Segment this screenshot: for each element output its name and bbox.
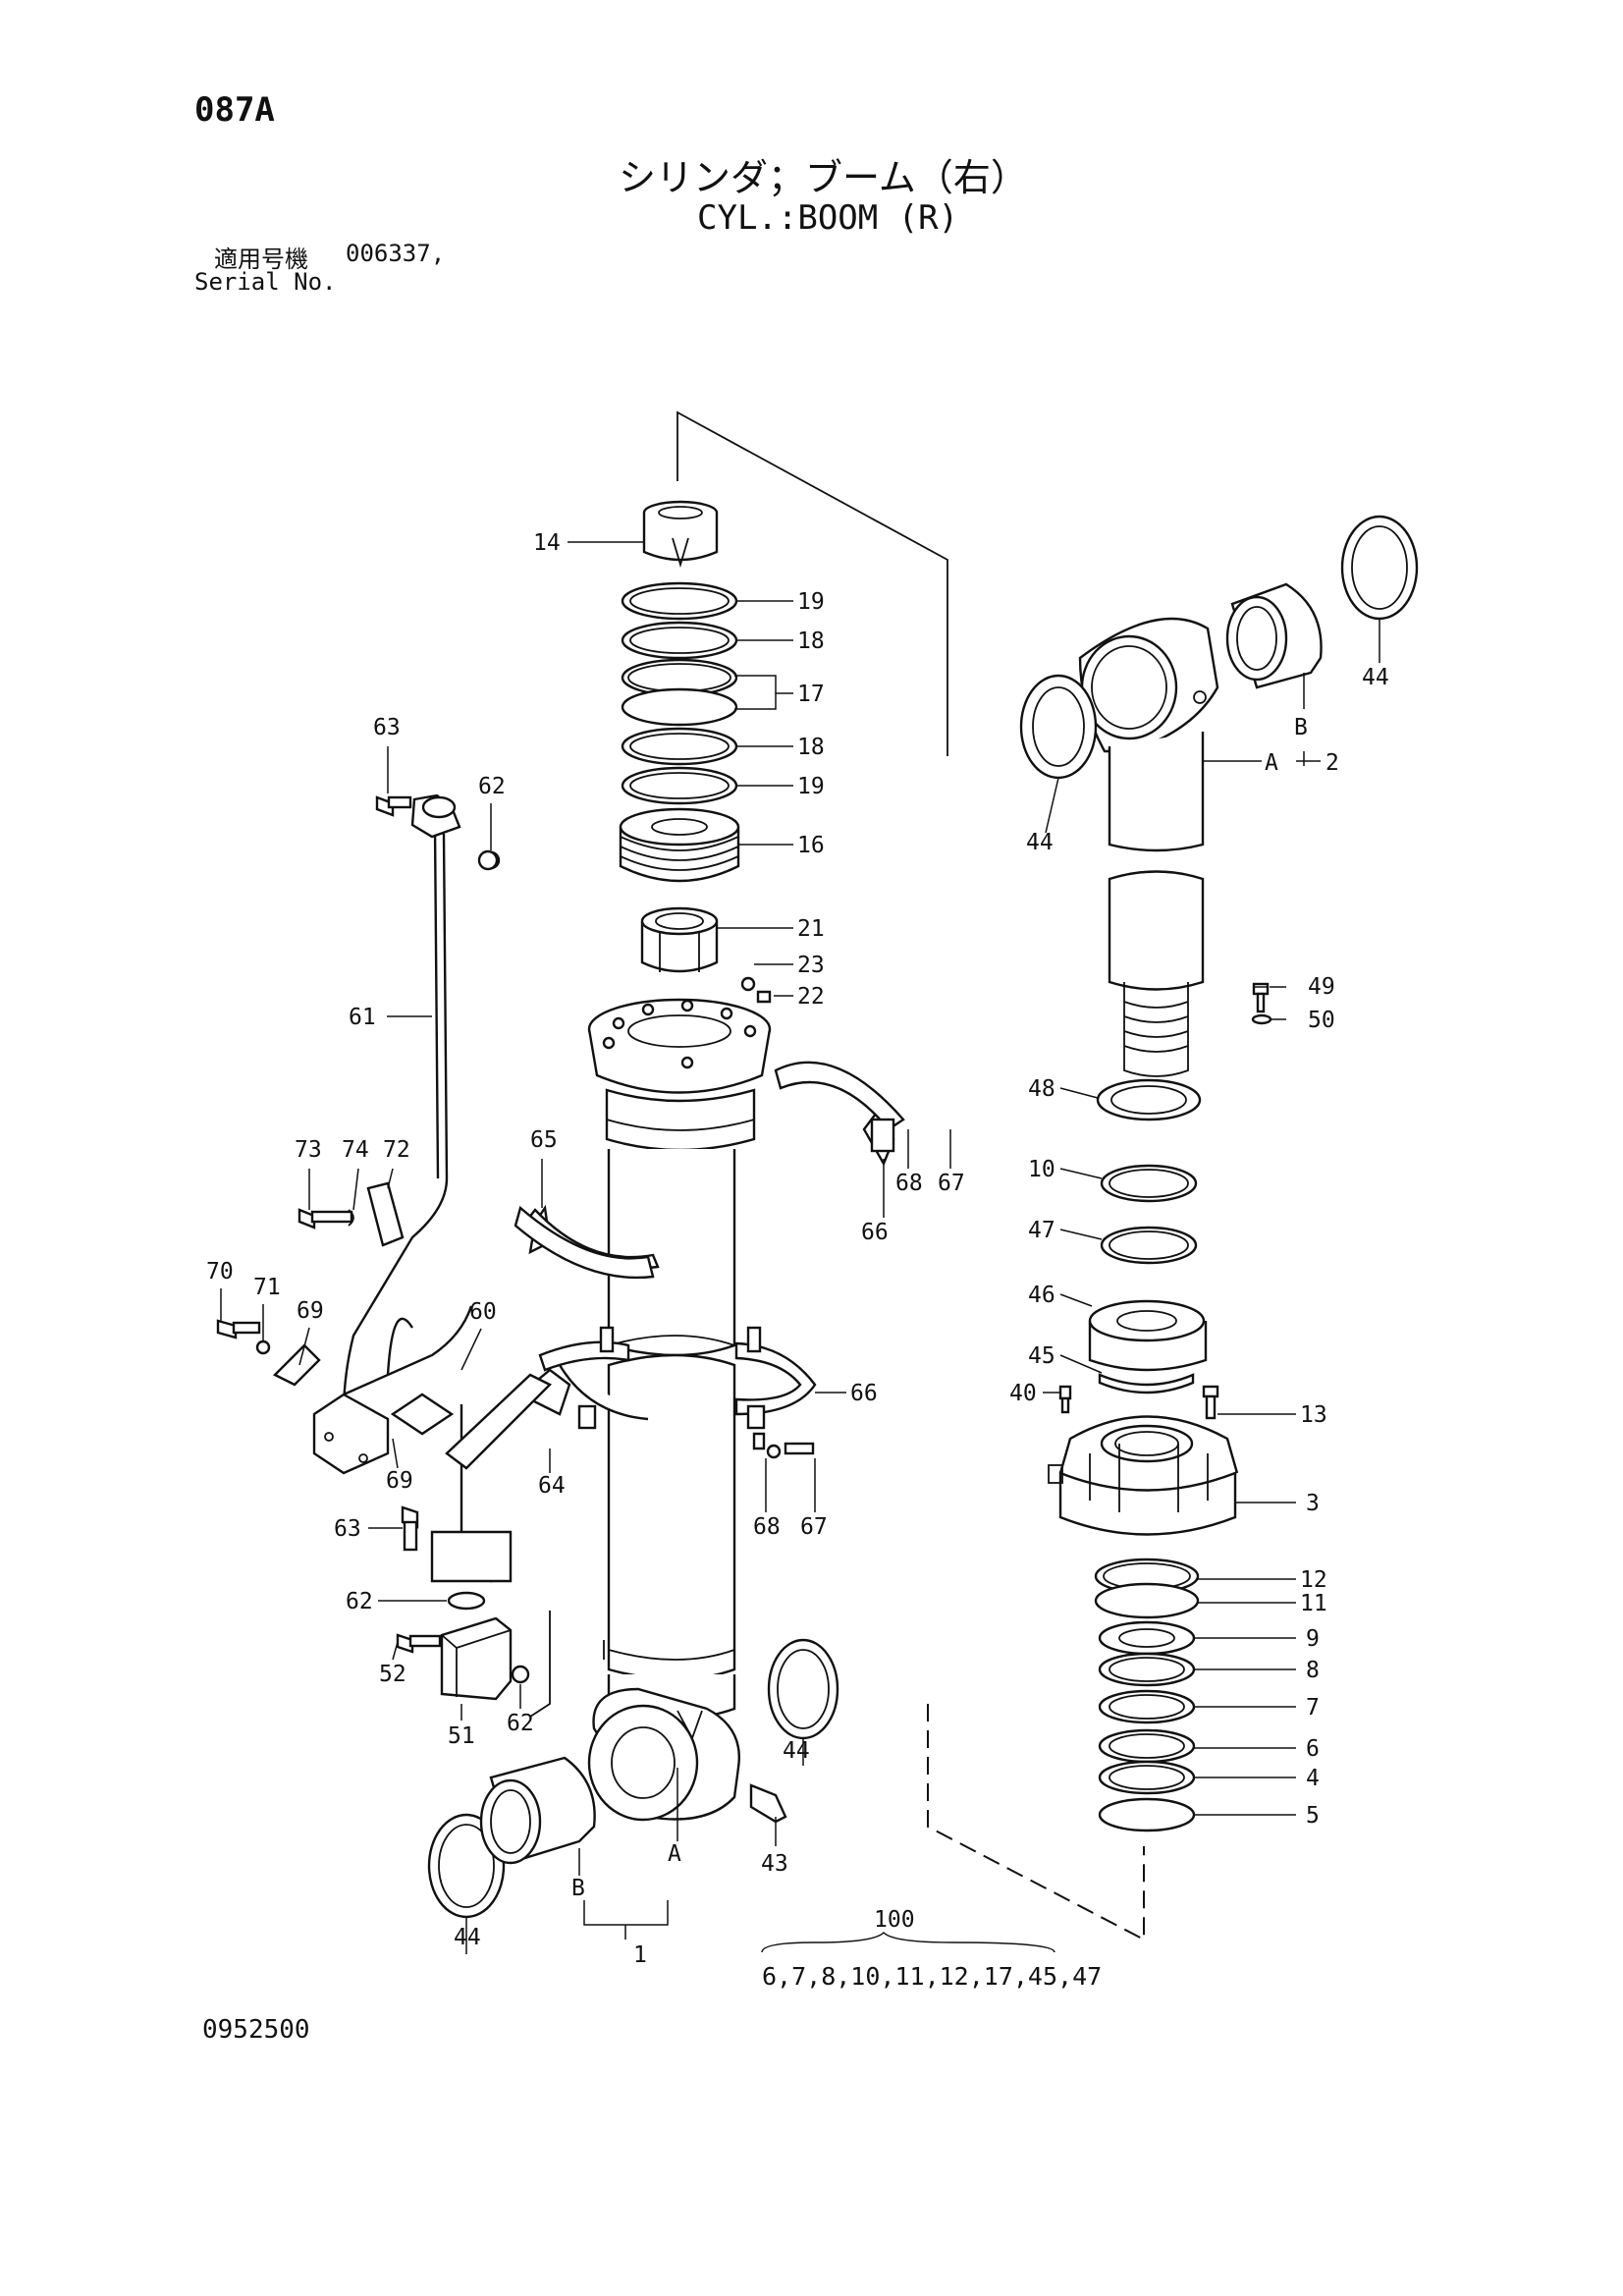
- callout-12: 12: [1300, 1567, 1327, 1593]
- rod-bushing-and-rings-top: [1019, 515, 1419, 780]
- page-title-english: CYL.:BOOM (R): [697, 198, 959, 238]
- callout-10: 10: [1028, 1157, 1055, 1182]
- seal-kit-contents: 6,7,8,10,11,12,17,45,47: [762, 1962, 1103, 1991]
- callout-51: 51: [448, 1723, 475, 1749]
- bushing-14: [642, 500, 719, 569]
- callout-6: 6: [1306, 1736, 1320, 1762]
- callout-4: 4: [1306, 1766, 1320, 1791]
- callout-18: 18: [797, 629, 825, 654]
- callout-3: 3: [1306, 1491, 1320, 1516]
- callout-23: 23: [797, 953, 825, 978]
- callout-44: 44: [1362, 665, 1389, 690]
- callout-labels: 14 19 18 17 18 19 16 21 23 22 63 62 61 6…: [206, 530, 1389, 1968]
- assembly-guide-lines: [529, 410, 1145, 1941]
- serial-label-english: Serial No.: [194, 268, 337, 296]
- callout-63: 63: [373, 715, 401, 740]
- callout-19: 19: [797, 589, 825, 615]
- hose-clamp-65-66: [514, 1061, 905, 1430]
- callout-69: 69: [297, 1298, 324, 1324]
- page-title-japanese: シリンダ；ブーム（右）: [619, 156, 1028, 199]
- callout-68: 68: [895, 1171, 923, 1196]
- callout-62: 62: [507, 1711, 534, 1736]
- callout-8: 8: [1306, 1658, 1320, 1683]
- gland-3: [1048, 1415, 1239, 1536]
- callout-19: 19: [797, 774, 825, 799]
- bushing-and-rings-bottom: [427, 1638, 839, 1919]
- callout-66: 66: [850, 1381, 878, 1406]
- callout-66: 66: [861, 1220, 889, 1245]
- callout-18: 18: [797, 735, 825, 760]
- callout-11: 11: [1300, 1591, 1327, 1616]
- callout-46: 46: [1028, 1283, 1055, 1308]
- gland-seals-stack: [1094, 1558, 1200, 1832]
- seal-kit-number: 100: [874, 1907, 915, 1933]
- callout-69: 69: [386, 1468, 413, 1494]
- callout-47: 47: [1028, 1218, 1055, 1243]
- callout-5: 5: [1306, 1803, 1320, 1829]
- callout-44: 44: [1026, 830, 1054, 855]
- small-hardware-left: [216, 795, 815, 1824]
- callout-45: 45: [1028, 1343, 1055, 1369]
- callout-64: 64: [538, 1473, 566, 1499]
- callout-13: 13: [1300, 1402, 1327, 1428]
- callout-71: 71: [253, 1275, 281, 1300]
- callout-60: 60: [469, 1299, 497, 1325]
- callout-B-upper: B: [1294, 715, 1308, 740]
- callout-61: 61: [349, 1005, 376, 1030]
- callout-40: 40: [1009, 1381, 1037, 1406]
- callout-43: 43: [761, 1851, 788, 1877]
- callout-21: 21: [797, 916, 825, 942]
- callout-22: 22: [797, 984, 825, 1010]
- pipe-assembly: [312, 793, 513, 1583]
- callout-67: 67: [938, 1171, 965, 1196]
- serial-number-value: 006337,: [346, 240, 446, 267]
- callout-A-upper: A: [1265, 750, 1278, 776]
- callout-63: 63: [334, 1516, 361, 1542]
- callout-70: 70: [206, 1259, 234, 1285]
- callout-A-lower: A: [668, 1841, 681, 1867]
- callout-62: 62: [478, 774, 506, 799]
- callout-73: 73: [295, 1137, 322, 1163]
- rod-eye-and-rod-2: [1078, 617, 1219, 1077]
- callout-44: 44: [783, 1738, 810, 1764]
- callout-49: 49: [1308, 974, 1335, 1000]
- callout-48: 48: [1028, 1076, 1055, 1102]
- callout-72: 72: [383, 1137, 410, 1163]
- callout-16: 16: [797, 833, 825, 858]
- callout-17: 17: [797, 682, 825, 707]
- callout-2: 2: [1325, 750, 1339, 776]
- leader-lines: [220, 541, 1380, 1954]
- callout-50: 50: [1308, 1008, 1335, 1033]
- callout-67: 67: [800, 1514, 828, 1540]
- cylinder-tube-1: [587, 998, 772, 1822]
- nut-21: [640, 906, 772, 1004]
- callout-65: 65: [530, 1127, 558, 1153]
- callout-44: 44: [454, 1925, 481, 1950]
- callout-74: 74: [342, 1137, 369, 1163]
- head-parts-right: [1058, 982, 1272, 1420]
- callout-62: 62: [346, 1589, 373, 1614]
- callout-14: 14: [533, 530, 561, 556]
- callout-B-lower: B: [571, 1876, 585, 1901]
- serial-label-japanese: 適用号機: [214, 246, 308, 273]
- callout-7: 7: [1306, 1695, 1320, 1721]
- callout-9: 9: [1306, 1626, 1320, 1652]
- callout-52: 52: [379, 1662, 406, 1687]
- page-code: 087A: [194, 90, 275, 130]
- callout-1: 1: [633, 1942, 647, 1968]
- callout-68: 68: [753, 1514, 781, 1540]
- piston-16: [619, 807, 740, 883]
- seal-rings-stack: [621, 581, 738, 805]
- document-number: 0952500: [202, 2015, 310, 2045]
